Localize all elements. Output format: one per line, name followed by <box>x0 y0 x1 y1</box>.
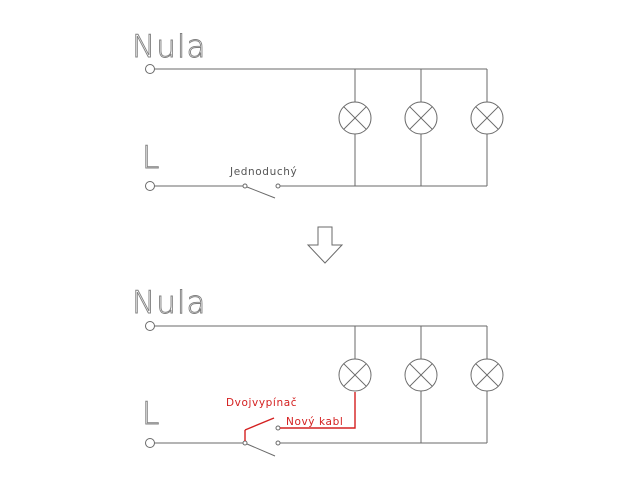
lamp-icon <box>470 358 504 392</box>
top-neutral-terminal <box>145 64 155 74</box>
double-switch-contact-c <box>275 425 281 431</box>
double-switch-blade-upper <box>244 417 275 431</box>
top-switch-blade <box>246 186 276 199</box>
bottom-switch-contact-a <box>242 440 248 446</box>
top-line-terminal <box>145 181 155 191</box>
bottom-neutral-label: Nula <box>132 285 206 321</box>
top-neutral-label: Nula <box>132 29 206 65</box>
top-switch-contact-b <box>275 183 281 189</box>
new-cable-wire <box>280 392 356 429</box>
top-line-label: L <box>142 140 160 176</box>
bottom-circuit: Nula L Dvojvypínač Nový kabl <box>132 285 504 457</box>
arrow-down-icon <box>306 226 344 264</box>
top-switch-label: Jednoduchý <box>229 166 297 178</box>
lamp-icon <box>404 101 438 135</box>
top-circuit: Nula L Jednoduchý <box>132 29 504 199</box>
new-cable-label: Nový kabl <box>286 416 343 428</box>
bottom-line-label: L <box>142 396 160 432</box>
bottom-neutral-terminal <box>145 321 155 331</box>
bottom-switch-blade-lower <box>246 443 276 457</box>
lamp-icon <box>470 101 504 135</box>
top-switch-contact-a <box>242 183 248 189</box>
bottom-switch-contact-b <box>275 440 281 446</box>
bottom-switch-label: Dvojvypínač <box>226 397 297 409</box>
bottom-line-terminal <box>145 438 155 448</box>
lamp-icon <box>338 358 372 392</box>
lamp-icon <box>404 358 438 392</box>
lamp-icon <box>338 101 372 135</box>
